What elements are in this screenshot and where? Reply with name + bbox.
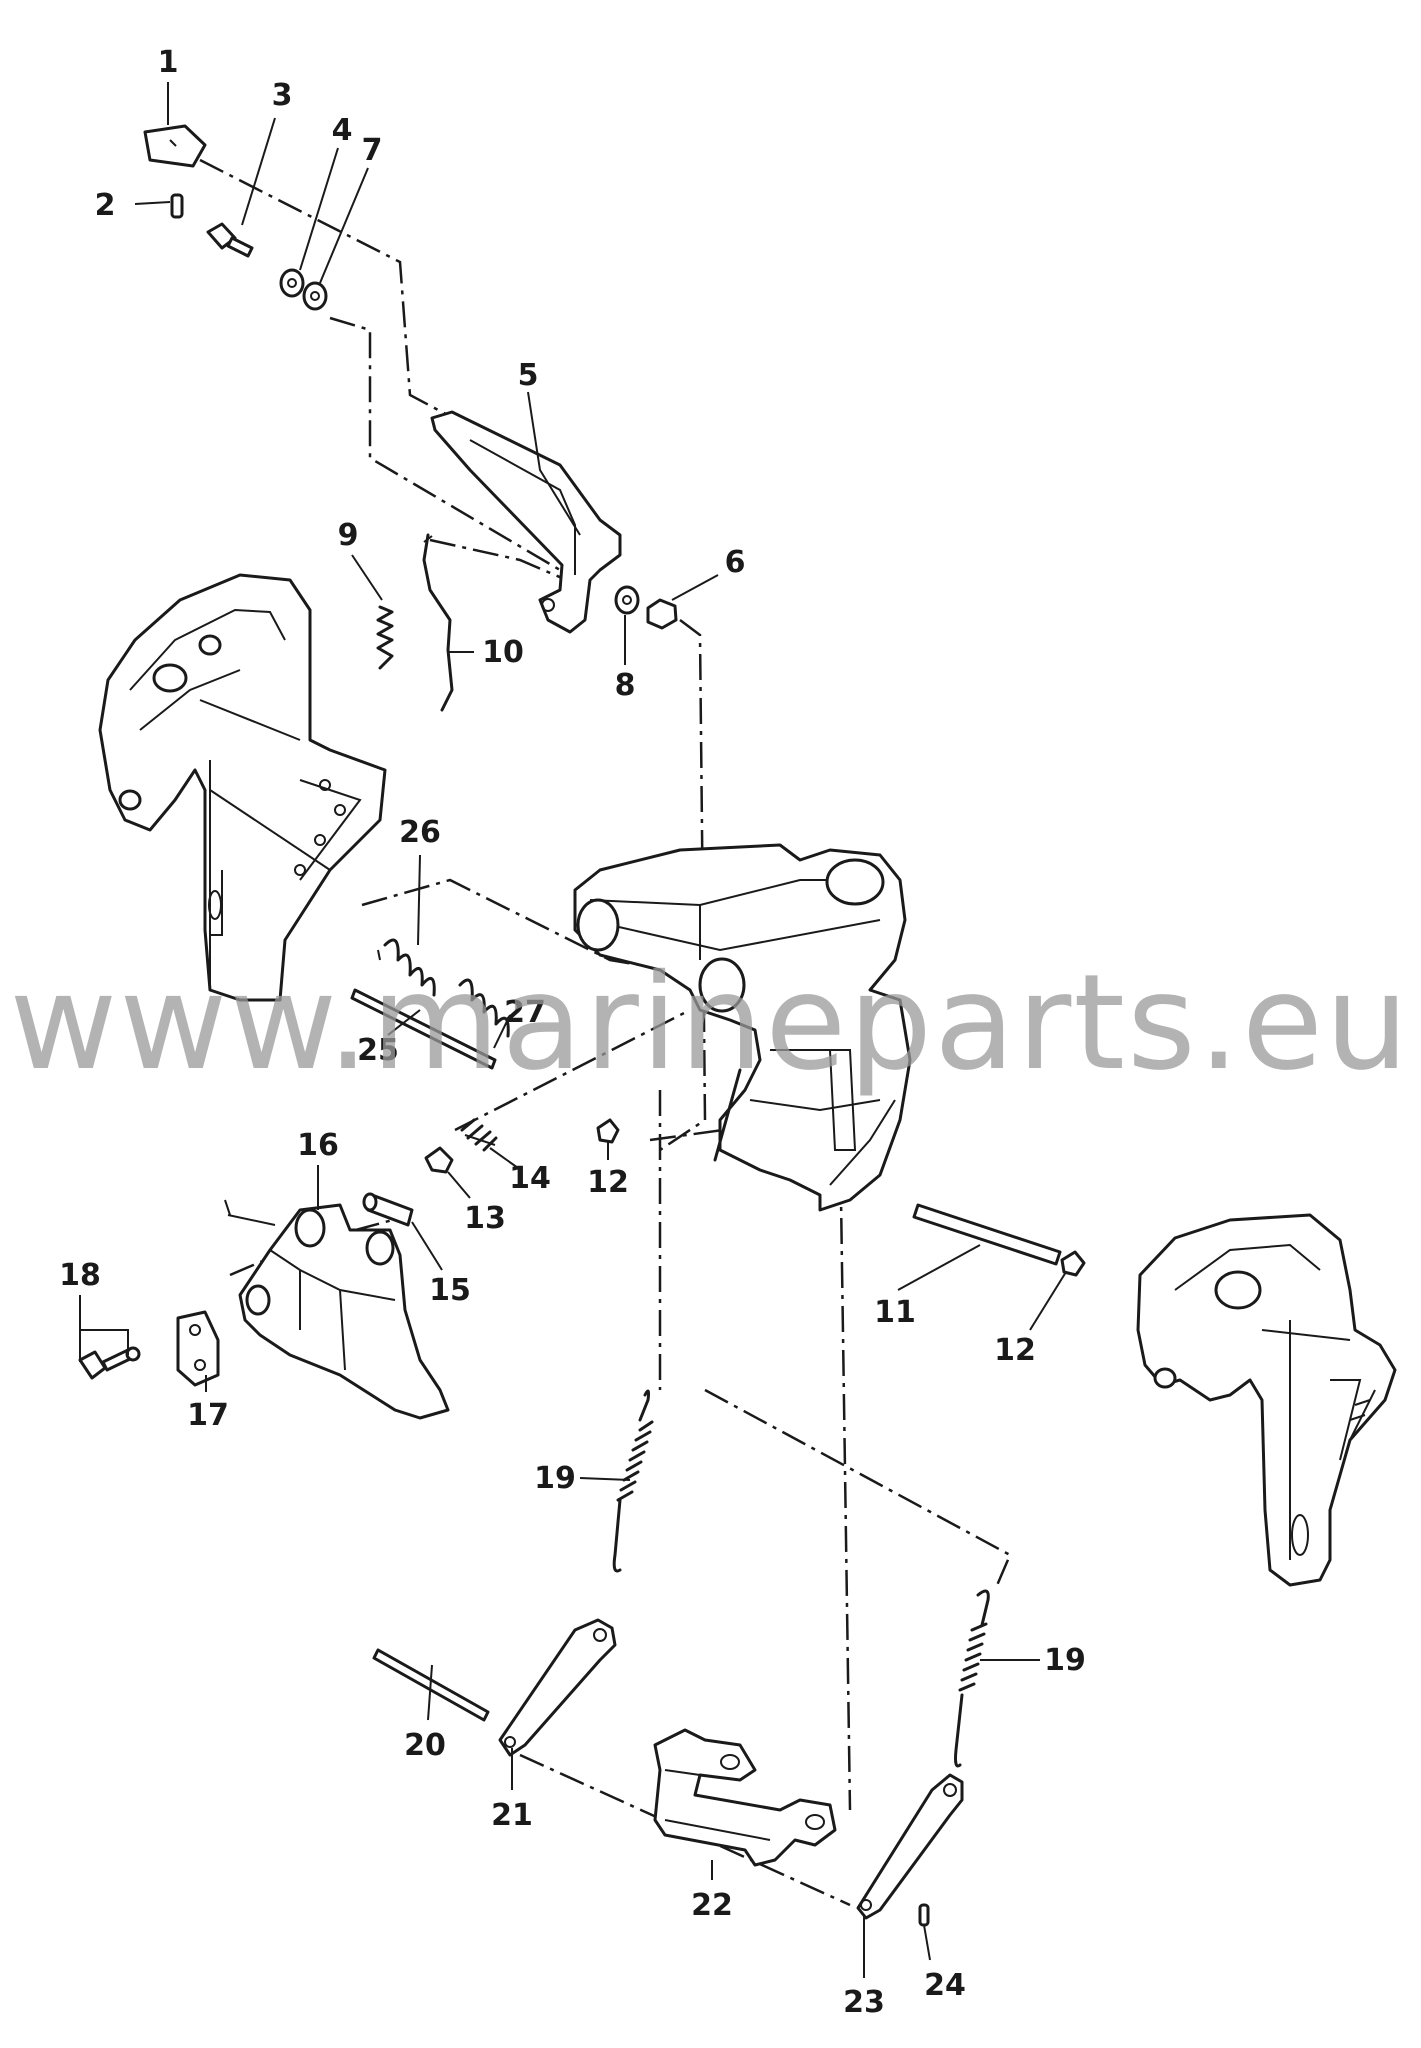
part-9-spring <box>376 605 394 670</box>
label-part-4: 4 <box>332 113 353 148</box>
part-15-pin <box>362 1192 414 1227</box>
label-part-12-lower: 12 <box>994 1333 1036 1368</box>
watermark-text: www.marineparts.eu <box>9 946 1410 1100</box>
label-part-1: 1 <box>158 45 179 80</box>
part-5-lever-bracket <box>430 410 622 634</box>
part-22-link-bracket <box>653 1728 837 1867</box>
label-part-22: 22 <box>691 1888 733 1923</box>
part-19-spring-left <box>612 1389 654 1573</box>
part-19-spring-right <box>954 1589 990 1768</box>
part-26-spring <box>377 938 436 997</box>
label-part-19-right: 19 <box>1044 1643 1086 1678</box>
label-part-19-left: 19 <box>534 1461 576 1496</box>
part-16-tilt-lock <box>224 1199 450 1420</box>
left-clamp-bracket <box>98 573 387 1002</box>
label-part-7: 7 <box>362 133 383 168</box>
part-11-shaft <box>912 1203 1062 1266</box>
part-17-plate <box>176 1310 220 1387</box>
part-24-pin <box>918 1903 930 1927</box>
part-2-pin <box>170 193 184 219</box>
swivel-bracket <box>573 843 912 1212</box>
label-part-18: 18 <box>59 1258 101 1293</box>
label-part-16: 16 <box>297 1128 339 1163</box>
leader-lines <box>79 82 1067 1978</box>
label-part-20: 20 <box>404 1728 446 1763</box>
part-12-clip-upper <box>596 1118 620 1144</box>
part-27-spring <box>458 978 510 1038</box>
label-part-23: 23 <box>843 1985 885 2020</box>
label-part-2: 2 <box>95 188 116 223</box>
label-part-12-upper: 12 <box>587 1165 629 1200</box>
part-1-clip <box>143 124 207 168</box>
label-part-8: 8 <box>615 668 636 703</box>
part-21-lever <box>498 1618 617 1757</box>
label-part-9: 9 <box>338 518 359 553</box>
label-part-25: 25 <box>357 1033 399 1068</box>
label-part-24: 24 <box>924 1968 966 2003</box>
part-7-washer <box>302 281 328 311</box>
label-part-27: 27 <box>504 995 546 1030</box>
label-part-14: 14 <box>509 1161 551 1196</box>
label-part-11: 11 <box>874 1295 916 1330</box>
part-labels: 1 2 3 4 7 5 6 8 9 10 26 27 25 12 14 13 1… <box>59 45 1086 2020</box>
part-13-retainer <box>424 1146 454 1174</box>
part-10-wire-spring <box>422 533 454 712</box>
part-8-washer <box>614 585 640 615</box>
label-part-10: 10 <box>482 635 524 670</box>
label-part-3: 3 <box>272 78 293 113</box>
label-part-26: 26 <box>399 815 441 850</box>
label-part-6: 6 <box>725 545 746 580</box>
label-part-5: 5 <box>518 358 539 393</box>
label-part-17: 17 <box>187 1398 229 1433</box>
part-12-clip-lower <box>1060 1250 1086 1277</box>
part-23-lever <box>856 1773 964 1920</box>
part-4-washer <box>279 268 305 298</box>
part-14-spring <box>460 1118 498 1152</box>
label-part-21: 21 <box>491 1798 533 1833</box>
part-18-screw <box>78 1346 141 1380</box>
part-3-bolt <box>206 222 254 258</box>
part-25-rod <box>350 988 497 1070</box>
label-part-13: 13 <box>464 1201 506 1236</box>
right-clamp-bracket <box>1136 1213 1397 1587</box>
part-6-nut <box>646 598 678 630</box>
label-part-15: 15 <box>429 1273 471 1308</box>
